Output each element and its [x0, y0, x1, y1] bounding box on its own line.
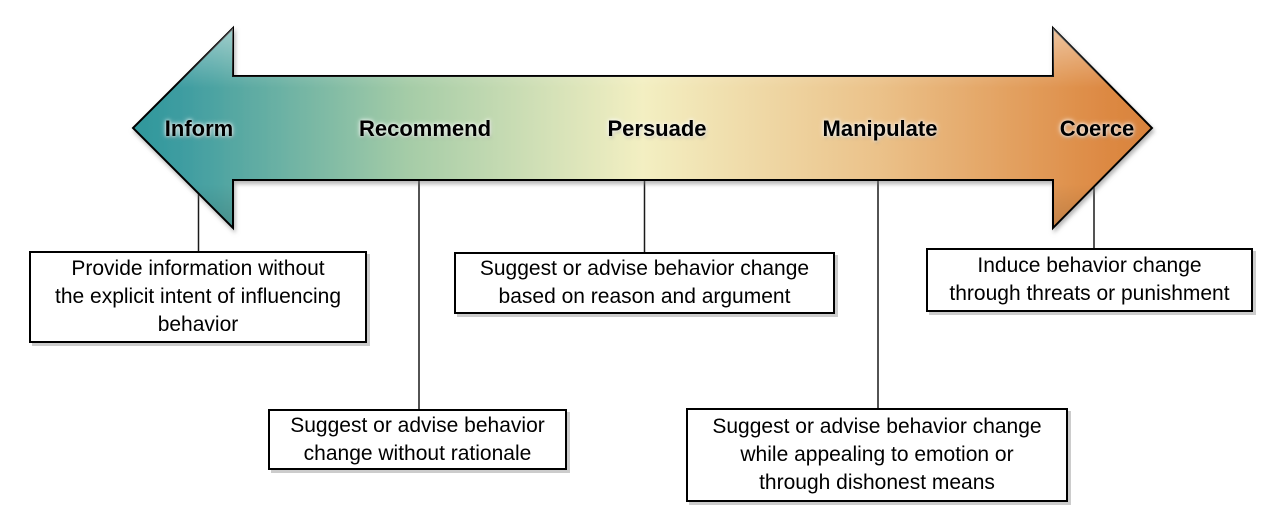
arrow-label-coerce: Coerce	[1059, 116, 1135, 141]
definition-box-manipulate: Suggest or advise behavior change while …	[686, 408, 1068, 502]
arrow-label-inform: Inform	[164, 116, 234, 141]
definition-box-recommend: Suggest or advise behavior change withou…	[268, 409, 567, 470]
arrow-label-recommend: Recommend	[358, 116, 492, 141]
arrow-label-manipulate: Manipulate	[822, 116, 938, 141]
definition-box-coerce: Induce behavior change through threats o…	[926, 248, 1253, 312]
arrow-label-persuade: Persuade	[607, 116, 707, 141]
definition-box-persuade: Suggest or advise behavior change based …	[454, 252, 835, 314]
definition-box-inform: Provide information without the explicit…	[29, 251, 367, 343]
